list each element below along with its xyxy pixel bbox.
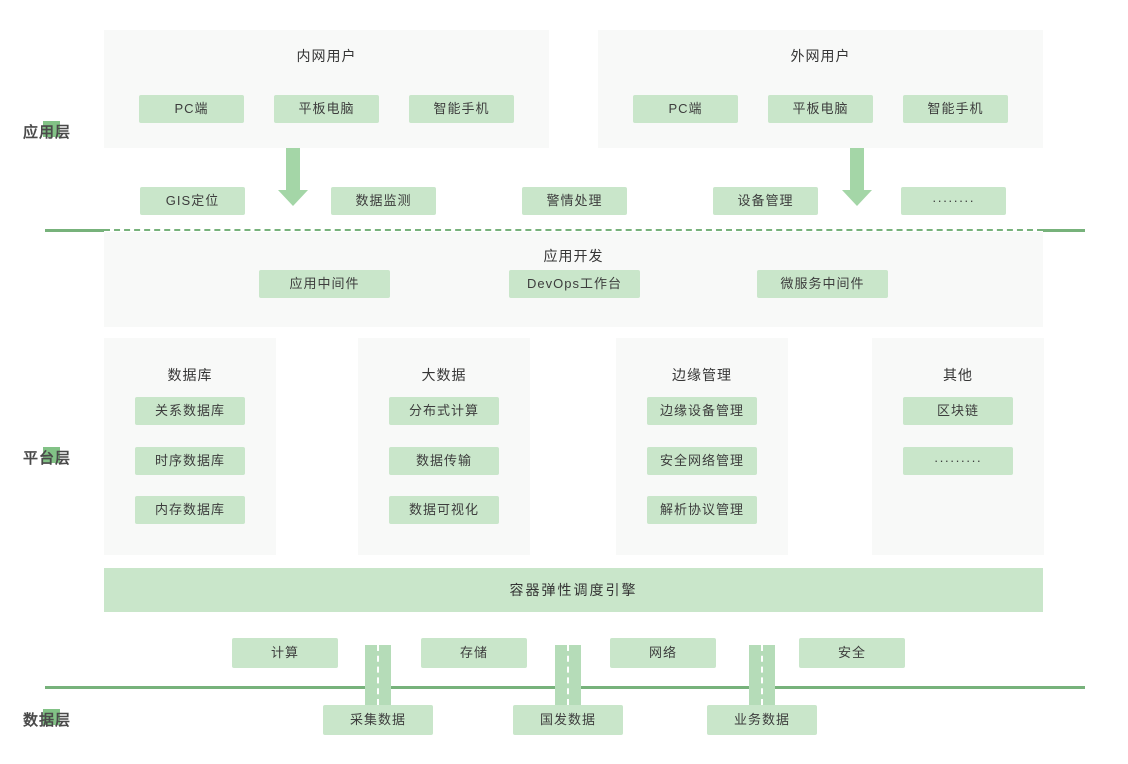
data-source-button-issued: 国发数据 xyxy=(513,705,623,735)
device-button-pc: PC端 xyxy=(139,95,244,123)
user-group-title: 外网用户 xyxy=(790,48,851,64)
connector-dash-line xyxy=(761,645,763,705)
device-button-tablet: 平板电脑 xyxy=(768,95,873,123)
user-group-extranet: 外网用户 PC端 平板电脑 智能手机 xyxy=(598,30,1043,148)
function-button-alarm: 警情处理 xyxy=(522,187,627,215)
connector-dash-line xyxy=(377,645,379,705)
module-button: 区块链 xyxy=(903,397,1013,425)
module-button: 时序数据库 xyxy=(135,447,245,475)
layer-label-data: 数据层 xyxy=(23,709,71,730)
module-button: 安全网络管理 xyxy=(647,447,757,475)
module-button: 边缘设备管理 xyxy=(647,397,757,425)
down-arrow-shaft xyxy=(286,148,300,191)
device-button-tablet: 平板电脑 xyxy=(274,95,379,123)
down-arrow-shaft xyxy=(850,148,864,191)
infra-button-network: 网络 xyxy=(610,638,716,668)
platform-column-bigdata: 大数据 分布式计算 数据传输 数据可视化 xyxy=(358,338,530,555)
app-dev-panel: 应用开发 应用中间件 DevOps工作台 微服务中间件 xyxy=(104,232,1043,327)
device-button-phone: 智能手机 xyxy=(409,95,514,123)
module-button: 解析协议管理 xyxy=(647,496,757,524)
module-button: 关系数据库 xyxy=(135,397,245,425)
platform-column-edge: 边缘管理 边缘设备管理 安全网络管理 解析协议管理 xyxy=(616,338,788,555)
app-dev-title: 应用开发 xyxy=(543,248,604,264)
app-dev-button-middleware: 应用中间件 xyxy=(259,270,390,298)
column-title: 其他 xyxy=(943,367,973,383)
separator-line-dashed xyxy=(104,229,1043,231)
column-title: 数据库 xyxy=(167,367,213,383)
separator-line-left xyxy=(45,229,104,232)
data-flow-connector xyxy=(749,645,775,705)
column-title: 边缘管理 xyxy=(672,367,732,383)
layer-label-platform: 平台层 xyxy=(23,447,71,468)
infra-button-compute: 计算 xyxy=(232,638,338,668)
device-button-pc: PC端 xyxy=(633,95,738,123)
data-source-button-collected: 采集数据 xyxy=(323,705,433,735)
layer-label-application: 应用层 xyxy=(23,121,71,142)
user-group-intranet: 内网用户 PC端 平板电脑 智能手机 xyxy=(104,30,549,148)
function-button-device: 设备管理 xyxy=(713,187,818,215)
data-flow-connector xyxy=(555,645,581,705)
down-arrow-head-icon xyxy=(278,190,308,206)
data-source-button-business: 业务数据 xyxy=(707,705,817,735)
down-arrow-head-icon xyxy=(842,190,872,206)
device-button-phone: 智能手机 xyxy=(903,95,1008,123)
user-group-title: 内网用户 xyxy=(296,48,357,64)
data-flow-connector xyxy=(365,645,391,705)
infra-button-storage: 存储 xyxy=(421,638,527,668)
function-button-more: ········ xyxy=(901,187,1006,215)
column-title: 大数据 xyxy=(421,367,467,383)
separator-line-right xyxy=(1043,229,1085,232)
platform-column-other: 其他 区块链 ········· xyxy=(872,338,1044,555)
app-dev-button-devops: DevOps工作台 xyxy=(509,270,640,298)
infra-button-security: 安全 xyxy=(799,638,905,668)
app-dev-button-microservice: 微服务中间件 xyxy=(757,270,888,298)
module-button: 数据传输 xyxy=(389,447,499,475)
module-button: ········· xyxy=(903,447,1013,475)
connector-dash-line xyxy=(567,645,569,705)
layer-label-text: 数据层 xyxy=(23,712,72,729)
container-engine-bar: 容器弹性调度引擎 xyxy=(104,568,1043,612)
function-button-monitor: 数据监测 xyxy=(331,187,436,215)
device-row: PC端 平板电脑 智能手机 xyxy=(104,95,549,123)
module-button: 分布式计算 xyxy=(389,397,499,425)
module-button: 数据可视化 xyxy=(389,496,499,524)
layer-label-text: 应用层 xyxy=(23,124,72,141)
platform-column-database: 数据库 关系数据库 时序数据库 内存数据库 xyxy=(104,338,276,555)
function-button-gis: GIS定位 xyxy=(140,187,245,215)
module-button: 内存数据库 xyxy=(135,496,245,524)
device-row: PC端 平板电脑 智能手机 xyxy=(598,95,1043,123)
layer-label-text: 平台层 xyxy=(23,450,72,467)
